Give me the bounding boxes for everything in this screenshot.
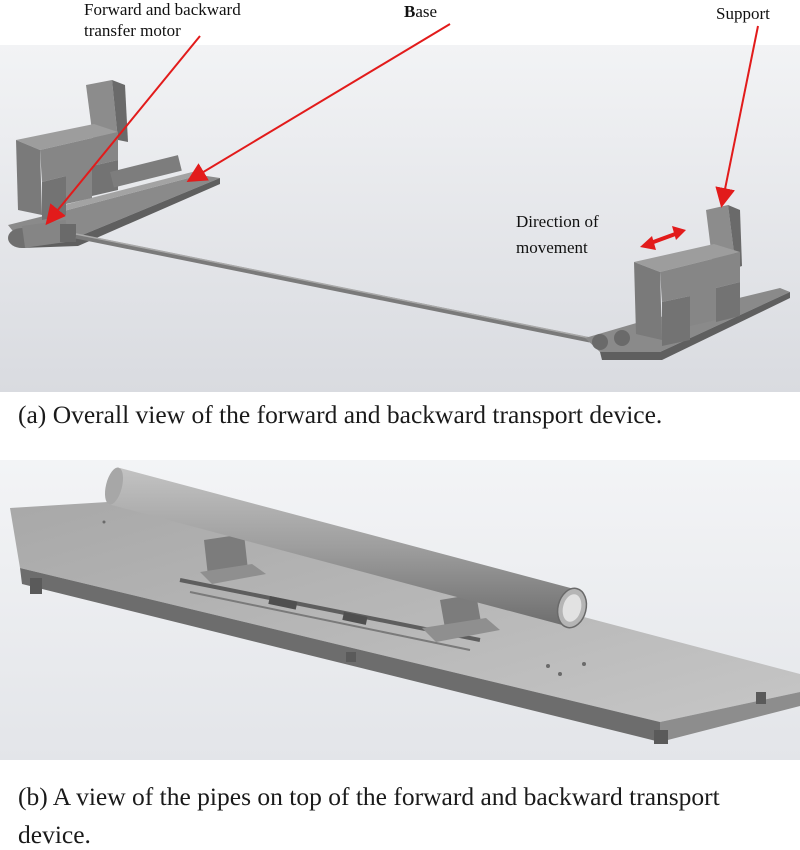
leg-right	[654, 730, 668, 744]
annotation-arrows	[45, 23, 759, 250]
pipe-support-right	[422, 594, 500, 642]
panel-b-pipe-view	[0, 460, 800, 760]
caption-a: (a) Overall view of the forward and back…	[18, 396, 798, 434]
leg-middle	[346, 652, 356, 662]
base-label-rest: ase	[415, 2, 438, 21]
caption-b-mark: (b)	[18, 782, 48, 811]
caption-b: (b) A view of the pipes on top of the fo…	[18, 778, 798, 850]
panel-a-render	[0, 23, 800, 392]
pipe-support-left	[200, 534, 266, 584]
direction-arrow-head-right	[672, 226, 686, 240]
direction-label-line2: movement	[516, 238, 588, 257]
panel-a-overall-view: Forward and backward transfer motor Base…	[0, 0, 800, 392]
direction-arrow-head-left	[640, 236, 656, 250]
leg-left	[30, 578, 42, 594]
support-label: Support	[716, 4, 770, 23]
motor-pointer-arrow	[45, 35, 201, 226]
support-pointer-arrow	[715, 25, 759, 208]
panel-b-render	[0, 460, 800, 760]
platform-side	[20, 568, 660, 742]
base-label-bold: B	[404, 2, 416, 21]
motor-label-line1: Forward and backward	[84, 0, 241, 19]
caption-a-text: Overall view of the forward and backward…	[52, 400, 663, 429]
caption-a-mark: (a)	[18, 400, 47, 429]
motor-label-line2: transfer motor	[84, 21, 181, 40]
right-support	[592, 205, 742, 350]
caption-b-text: A view of the pipes on top of the forwar…	[18, 782, 720, 849]
base-pointer-arrow	[186, 23, 451, 183]
pipe	[104, 467, 588, 629]
drive-shaft	[75, 233, 591, 343]
base-label: Base	[404, 2, 437, 22]
direction-label-line1: Direction of	[516, 212, 599, 231]
motor-unit	[8, 219, 76, 248]
